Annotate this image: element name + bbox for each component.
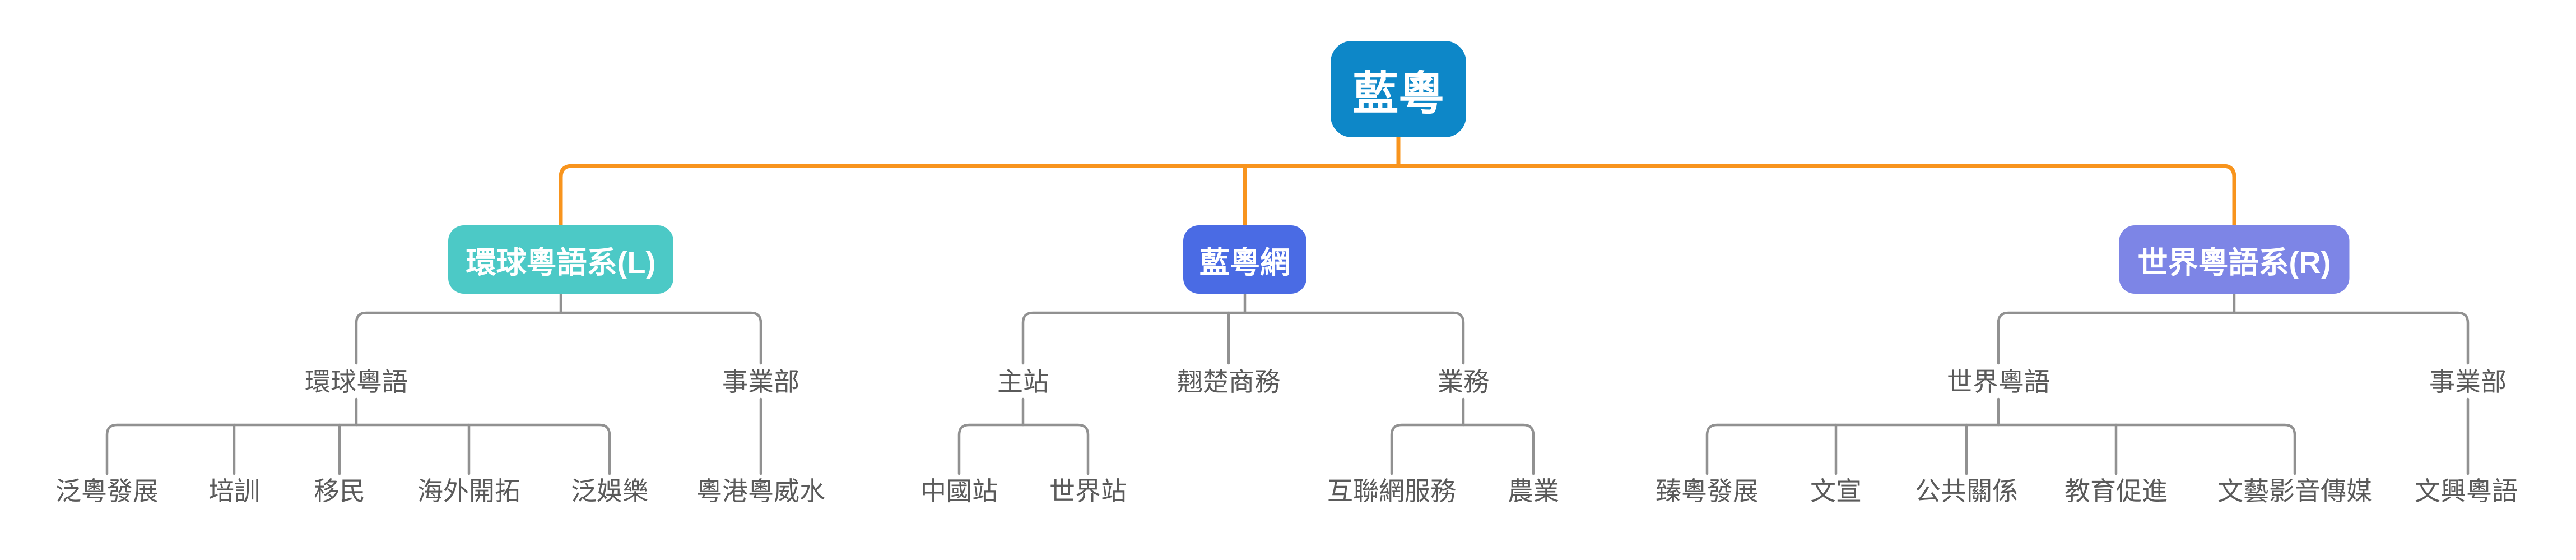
node-training[interactable]: 培訓: [208, 476, 260, 506]
node-world-cantonese[interactable]: 世界粵語: [1947, 367, 2050, 396]
node-arts-media[interactable]: 文藝影音傳媒: [2217, 476, 2372, 506]
secondary-connectors: [105, 292, 2470, 475]
node-branch-world-cantonese-r[interactable]: 世界粵語系(R): [2119, 225, 2350, 294]
node-wenxing-cantonese[interactable]: 文興粵語: [2415, 476, 2518, 506]
node-world-site[interactable]: 世界站: [1049, 476, 1127, 506]
node-root[interactable]: 藍粵: [1331, 41, 1466, 137]
node-business-dept-right[interactable]: 事業部: [2429, 367, 2507, 396]
node-business-dept-left[interactable]: 事業部: [722, 367, 799, 396]
node-china-site[interactable]: 中國站: [920, 476, 998, 506]
node-pan-entertainment[interactable]: 泛娛樂: [571, 476, 648, 506]
node-public-relations[interactable]: 公共關係: [1915, 476, 2018, 506]
node-qiaochu-business[interactable]: 翹楚商務: [1177, 367, 1280, 396]
primary-connectors: [559, 135, 2236, 228]
node-education-promotion[interactable]: 教育促進: [2064, 476, 2168, 506]
node-branch-global-cantonese-l[interactable]: 環球粵語系(L): [448, 225, 673, 294]
node-branch-label: 世界粵語系(R): [2137, 246, 2331, 280]
node-internet-services[interactable]: 互聯網服務: [1327, 476, 1456, 506]
node-agriculture[interactable]: 農業: [1508, 476, 1559, 506]
node-branch-label: 藍粵網: [1199, 246, 1290, 280]
node-branch-label: 環球粵語系(L): [466, 246, 656, 280]
node-zhenyue-development[interactable]: 臻粵發展: [1656, 476, 1759, 506]
node-yuegang-yueweishui[interactable]: 粵港粵威水: [696, 476, 825, 506]
node-branch-lanyue-net[interactable]: 藍粵網: [1183, 225, 1306, 294]
node-overseas-expansion[interactable]: 海外開拓: [417, 476, 520, 506]
node-operations[interactable]: 業務: [1438, 367, 1489, 396]
node-pan-cantonese-development[interactable]: 泛粵發展: [55, 476, 159, 506]
node-global-cantonese[interactable]: 環球粵語: [305, 367, 408, 396]
node-publicity[interactable]: 文宣: [1810, 476, 1862, 506]
node-main-site[interactable]: 主站: [997, 367, 1049, 396]
node-root-label: 藍粵: [1352, 68, 1444, 119]
node-immigration[interactable]: 移民: [314, 476, 365, 506]
